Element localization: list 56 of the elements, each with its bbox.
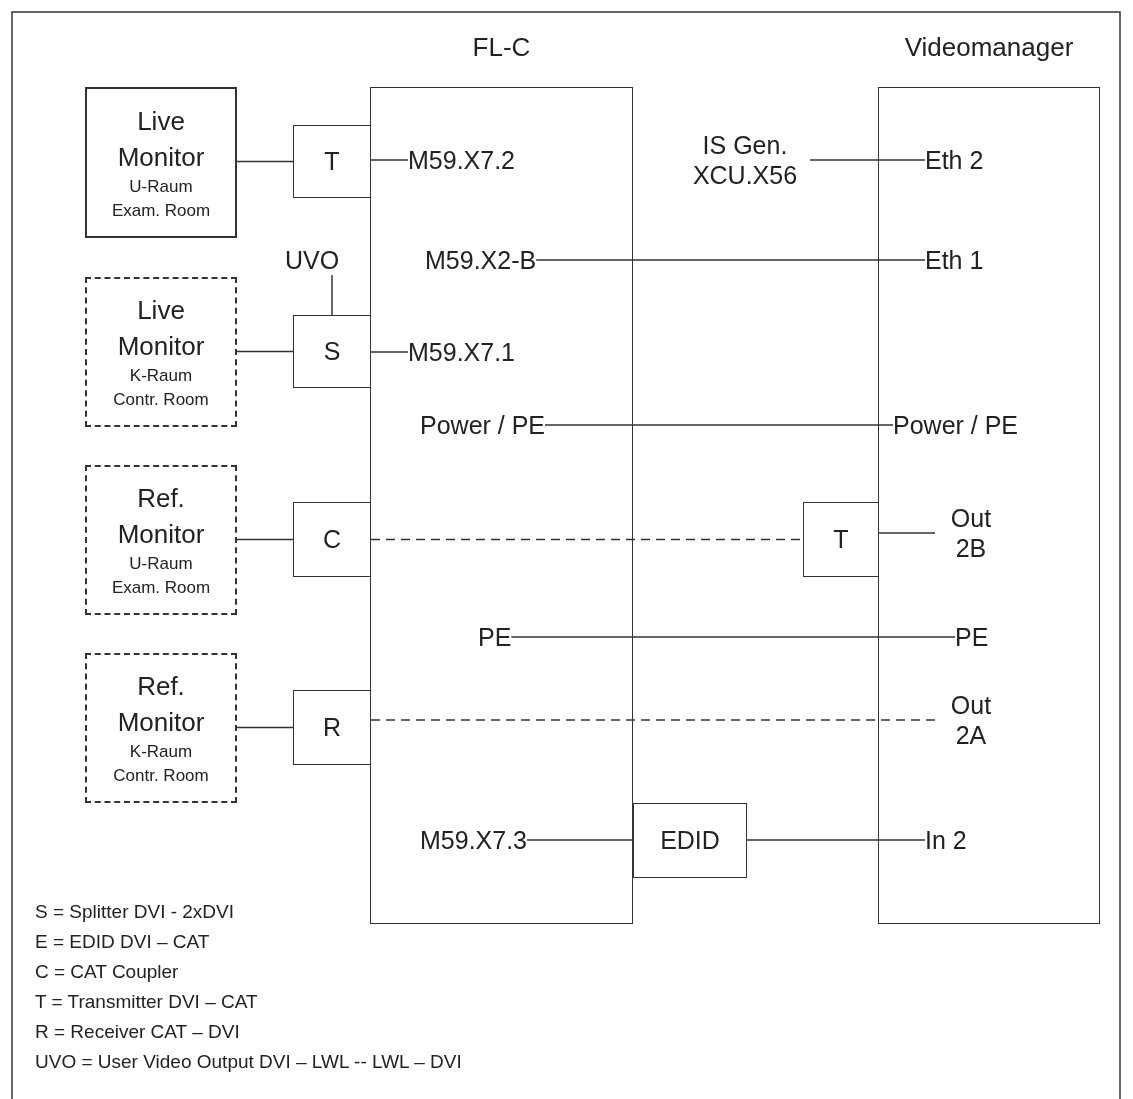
legend-text: S = Splitter DVI - 2xDVI [35, 900, 235, 924]
legend-text: UVO = User Video Output DVI – LWL -- LWL – DVI [35, 1050, 462, 1074]
monitor-name: Live Monitor [117, 104, 205, 174]
port-label: M59.X7.2 [408, 145, 515, 175]
port-label: Power / PE [420, 410, 546, 440]
cable-line [809, 159, 926, 161]
legend-text: R = Receiver CAT – DVI [35, 1020, 240, 1044]
adapter-box: T [293, 125, 371, 198]
cable-line [526, 839, 634, 841]
adapter-box: EDID [633, 803, 747, 878]
room-label: U-Raum Exam. Room [111, 553, 211, 599]
adapter-box: S [293, 315, 371, 388]
cable-line [535, 259, 926, 261]
cable-line [878, 532, 936, 534]
cable-line [236, 350, 294, 353]
monitor-name: Live Monitor [117, 294, 205, 363]
cable-line [370, 159, 409, 161]
monitor-box [85, 653, 237, 803]
adapter-box: T [803, 502, 879, 577]
port-label: Out 2A [935, 690, 1007, 750]
room-label: K-Raum Contr. Room [112, 365, 210, 411]
cable-line [236, 726, 294, 729]
cable-line [370, 351, 409, 353]
device-title: Videomanager [903, 31, 1075, 64]
room-label: K-Raum Contr. Room [112, 741, 210, 787]
cable-line [544, 424, 894, 426]
port-label: IS Gen. XCU.X56 [680, 130, 810, 190]
cable-line [746, 839, 926, 841]
adapter-box: R [293, 690, 371, 765]
legend-text: E = EDID DVI – CAT [35, 930, 210, 954]
cable-line [331, 274, 333, 316]
cable-line [236, 538, 294, 541]
output-label: UVO [285, 245, 340, 275]
monitor-box [85, 277, 237, 427]
monitor-box [85, 87, 237, 238]
room-label: U-Raum Exam. Room [111, 175, 211, 222]
adapter-box: C [293, 502, 371, 577]
cable-line [236, 160, 294, 163]
monitor-name: Ref. Monitor [117, 482, 205, 551]
port-label: PE [955, 622, 989, 652]
port-label: Out 2B [935, 503, 1007, 563]
port-label: Eth 2 [925, 145, 984, 175]
port-label: PE [478, 622, 512, 652]
port-label: M59.X2-B [425, 245, 537, 275]
cable-line [510, 636, 956, 638]
dashed-cable-line [370, 719, 936, 721]
port-label: M59.X7.1 [408, 337, 515, 367]
legend-text: C = CAT Coupler [35, 960, 179, 984]
monitor-box [85, 465, 237, 615]
device-title: FL-C [471, 31, 532, 64]
port-label: M59.X7.3 [420, 825, 527, 855]
monitor-name: Ref. Monitor [117, 670, 205, 739]
port-label: In 2 [925, 825, 967, 855]
legend-text: T = Transmitter DVI – CAT [35, 990, 258, 1014]
port-label: Power / PE [893, 410, 1019, 440]
port-label: Eth 1 [925, 245, 984, 275]
